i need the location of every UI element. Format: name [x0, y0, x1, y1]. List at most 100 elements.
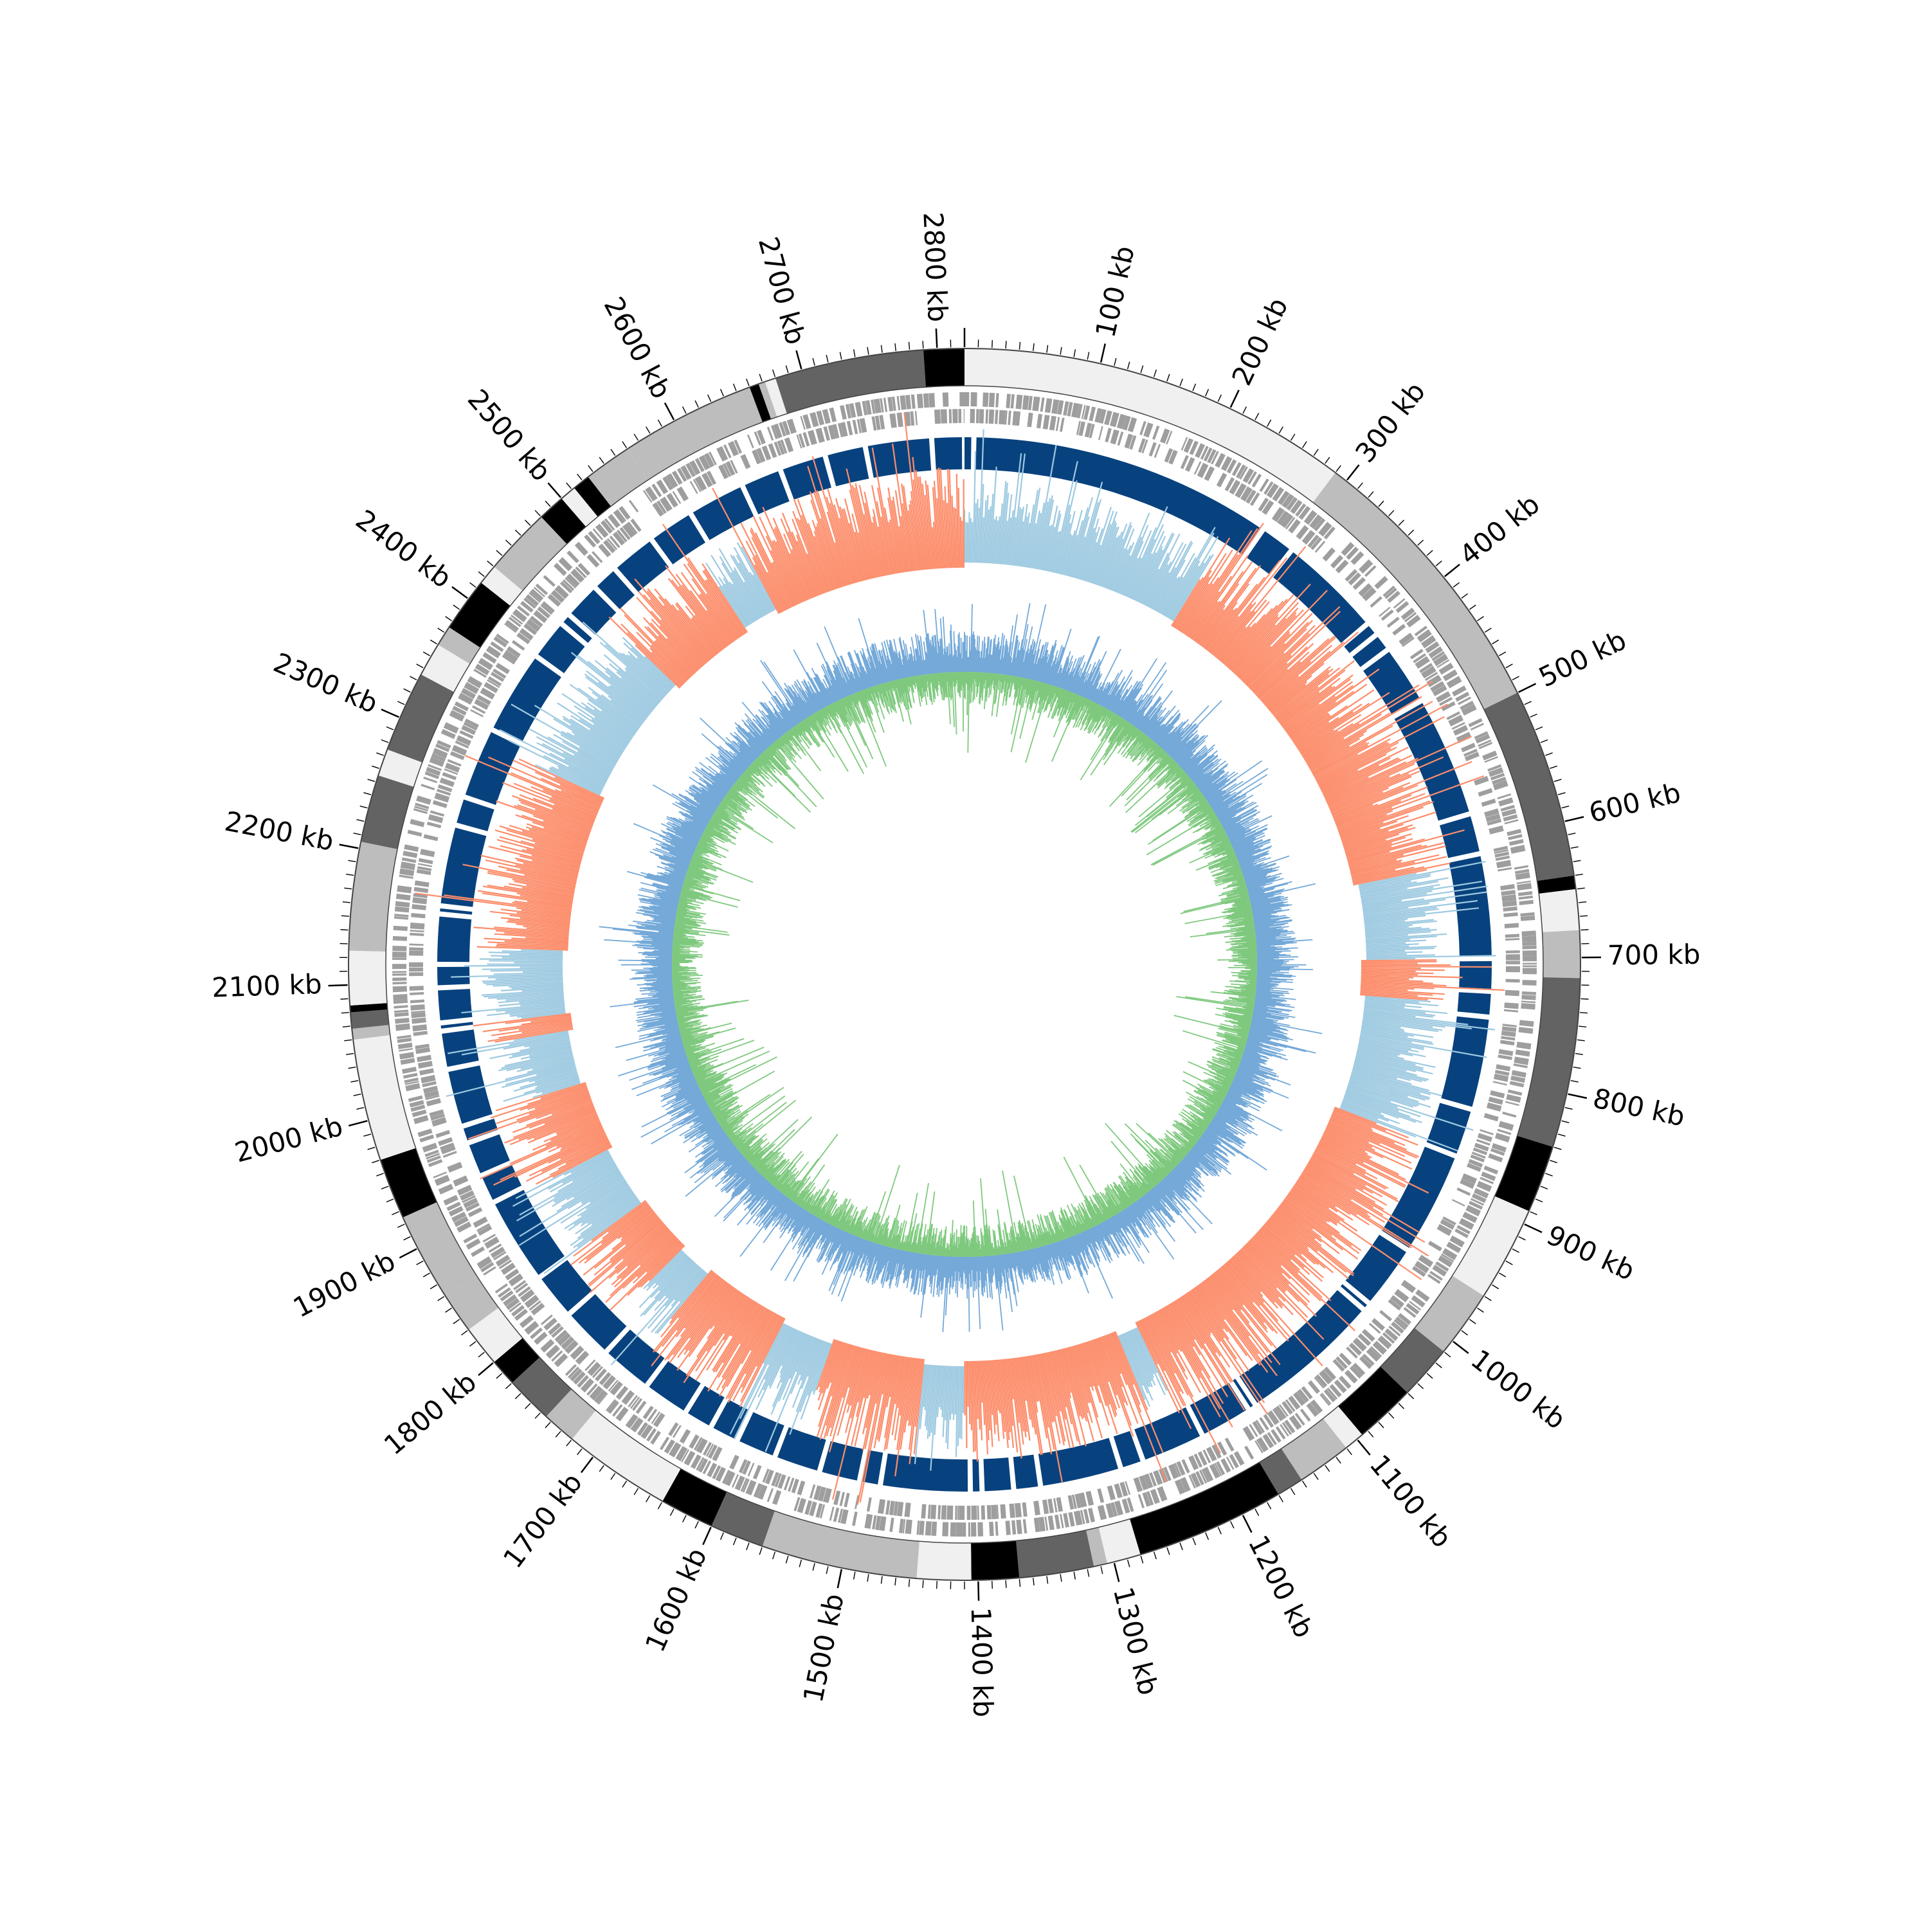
- gene-feature: [1000, 1504, 1006, 1519]
- gene-feature: [409, 947, 423, 950]
- gene-feature: [995, 410, 998, 424]
- contig-segment: [608, 1330, 664, 1384]
- minor-tick: [1141, 1556, 1143, 1564]
- contig-segment: [693, 487, 754, 540]
- gene-feature: [419, 1069, 434, 1076]
- major-tick: [349, 1121, 367, 1126]
- tick-label: 200 kb: [1226, 293, 1294, 390]
- gene-feature: [1372, 1318, 1385, 1331]
- contig-segment: [442, 1029, 479, 1067]
- minor-tick: [344, 888, 352, 889]
- gene-feature: [1521, 1000, 1535, 1003]
- gene-feature: [1098, 1505, 1107, 1521]
- major-tick: [1243, 1515, 1252, 1533]
- tick-label: 2600 kb: [598, 292, 678, 404]
- gene-feature: [840, 405, 847, 420]
- major-tick: [1347, 465, 1359, 480]
- gene-feature: [921, 1504, 926, 1518]
- gene-feature: [1323, 548, 1336, 562]
- gene-feature: [840, 1492, 845, 1506]
- gene-feature: [815, 428, 825, 443]
- minor-tick: [1550, 766, 1557, 768]
- gene-feature: [1503, 907, 1517, 912]
- gene-feature: [409, 950, 423, 955]
- minor-tick: [1087, 352, 1089, 359]
- gene-feature: [1005, 1521, 1010, 1535]
- major-tick: [1525, 1224, 1542, 1232]
- minor-tick: [1019, 1579, 1020, 1587]
- tick-label: 1700 kb: [497, 1467, 588, 1574]
- gene-feature: [413, 1115, 428, 1124]
- gene-feature: [1049, 416, 1056, 431]
- gene-feature: [1522, 936, 1536, 943]
- major-tick: [1231, 390, 1239, 408]
- minor-tick: [759, 374, 762, 381]
- gene-feature: [853, 420, 858, 434]
- gene-feature: [852, 1512, 858, 1526]
- minor-tick: [1492, 1285, 1498, 1288]
- gene-feature: [413, 1031, 428, 1036]
- gene-feature: [410, 992, 424, 995]
- gene-feature: [847, 421, 853, 436]
- tick-label: 100 kb: [1089, 243, 1141, 341]
- minor-tick: [372, 766, 379, 768]
- gene-feature: [976, 409, 979, 423]
- gene-feature: [394, 1005, 408, 1009]
- gc-content-bar: [960, 1366, 961, 1438]
- gene-feature: [424, 834, 439, 841]
- gene-feature: [439, 1184, 454, 1195]
- minor-tick: [1193, 1538, 1195, 1545]
- gene-feature: [1481, 799, 1496, 807]
- gene-feature: [977, 1506, 979, 1520]
- gene-feature: [1502, 1112, 1516, 1117]
- minor-tick: [773, 1552, 775, 1559]
- minor-tick: [410, 676, 417, 680]
- gene-feature: [412, 1018, 426, 1024]
- gc-content-bar: [955, 1366, 957, 1414]
- minor-tick: [1047, 1576, 1048, 1584]
- gene-feature: [1089, 406, 1096, 421]
- minor-tick: [1545, 753, 1552, 755]
- gene-feature: [1514, 865, 1528, 870]
- tick-label: 1600 kb: [639, 1543, 713, 1656]
- gene-feature: [1023, 1519, 1027, 1533]
- gene-feature: [957, 1506, 959, 1520]
- minor-tick: [470, 1342, 476, 1346]
- minor-tick: [1279, 1495, 1283, 1502]
- tick-label: 300 kb: [1349, 376, 1431, 469]
- gene-feature: [1503, 912, 1517, 917]
- gene-feature: [1040, 397, 1045, 411]
- gene-feature: [1107, 1485, 1116, 1500]
- band-segment: [916, 1541, 971, 1580]
- gene-feature: [1387, 617, 1400, 627]
- gene-feature: [905, 1519, 912, 1534]
- minor-tick: [1243, 406, 1246, 413]
- minor-tick: [1408, 1393, 1414, 1398]
- band-segment: [1543, 930, 1580, 979]
- gc-skew-bar: [1257, 966, 1299, 967]
- gene-feature: [1015, 1503, 1022, 1518]
- tick-label: 1900 kb: [288, 1245, 401, 1323]
- major-tick: [1453, 1342, 1469, 1353]
- gene-feature: [1370, 596, 1382, 608]
- minor-tick: [1462, 1330, 1468, 1335]
- gene-feature: [968, 1522, 970, 1537]
- minor-tick: [1193, 384, 1195, 391]
- major-tick: [665, 403, 674, 420]
- minor-tick: [487, 561, 493, 566]
- gene-feature: [1428, 1241, 1442, 1252]
- gene-feature: [1516, 1049, 1530, 1056]
- minor-tick: [683, 406, 686, 413]
- minor-tick: [438, 1297, 444, 1301]
- gene-feature: [1496, 860, 1511, 868]
- gene-feature: [392, 982, 406, 984]
- minor-tick: [634, 1488, 638, 1495]
- tick-label: 2000 kb: [231, 1110, 346, 1169]
- gene-feature: [1506, 954, 1520, 961]
- contig-segment: [440, 908, 472, 915]
- major-tick: [703, 1527, 711, 1544]
- gene-feature: [1510, 845, 1525, 854]
- gene-feature: [1523, 955, 1537, 961]
- gene-feature: [1225, 1438, 1235, 1452]
- gene-feature: [1396, 601, 1409, 613]
